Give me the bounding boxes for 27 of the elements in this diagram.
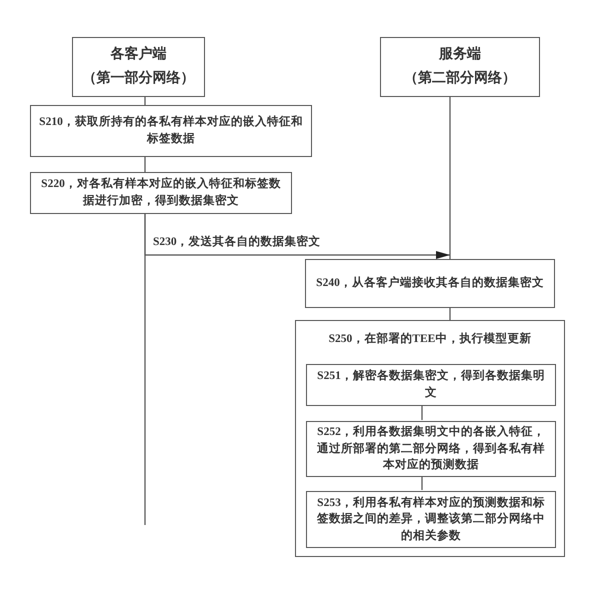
connector-line bbox=[421, 405, 423, 420]
step-text: S250，在部署的TEE中，执行模型更新 bbox=[328, 331, 532, 347]
lane-title: 服务端 bbox=[439, 45, 481, 64]
step-text: S251，解密各数据集密文，得到各数据集明文 bbox=[316, 368, 546, 401]
lane-header-box bbox=[380, 37, 540, 97]
process-box bbox=[305, 259, 555, 308]
step-text: S210，获取所持有的各私有样本对应的嵌入特征和标签数据 bbox=[39, 114, 303, 147]
connector-line bbox=[144, 157, 146, 172]
process-box bbox=[30, 105, 312, 157]
lane-header-box bbox=[72, 37, 205, 97]
lane-title: （第二部分网络） bbox=[404, 68, 516, 88]
process-box bbox=[30, 172, 292, 214]
lane-title: （第一部分网络） bbox=[82, 68, 194, 88]
arrow bbox=[144, 214, 450, 259]
step-text: S252，利用各数据集明文中的各嵌入特征，通过所部署的第二部分网络，得到各私有样本对应的预测数据 bbox=[316, 424, 546, 474]
process-box bbox=[306, 364, 556, 406]
lane-title: 各客户端 bbox=[110, 44, 166, 64]
edge-label: S230，发送其各自的数据集密文 bbox=[151, 234, 323, 249]
connector-line bbox=[449, 308, 451, 320]
step-text: S240，从各客户端接收其各自的数据集密文 bbox=[316, 275, 544, 292]
connector-line bbox=[449, 97, 451, 259]
step-text: S253，利用各私有样本对应的预测数据和标签数据之间的差异，调整该第二部分网络中的相关参数 bbox=[316, 495, 546, 544]
process-box bbox=[306, 421, 556, 477]
group-box bbox=[295, 320, 565, 557]
step-text: S220，对各私有样本对应的嵌入特征和标签数据进行加密，得到数据集密文 bbox=[40, 176, 282, 209]
connector-line bbox=[421, 476, 423, 490]
process-box bbox=[306, 491, 556, 548]
